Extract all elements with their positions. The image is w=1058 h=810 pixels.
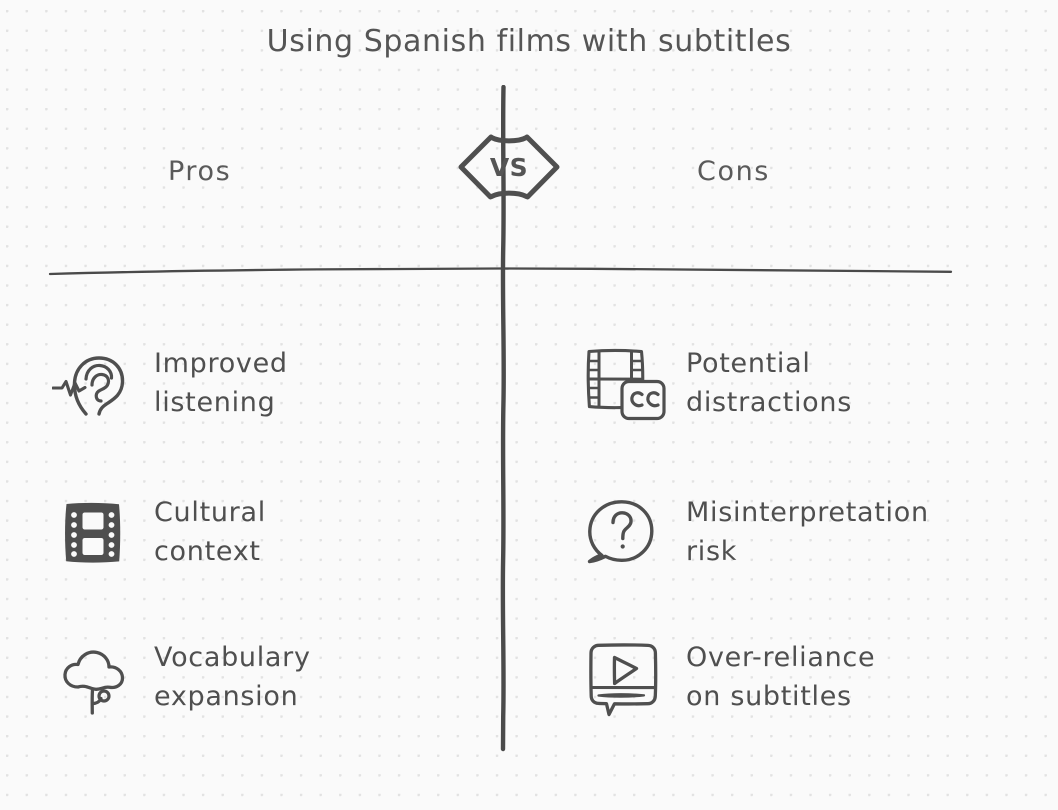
page-title: Using Spanish films with subtitles bbox=[266, 24, 792, 59]
cons-item-over-reliance-subtitles: Over-reliance on subtitles bbox=[578, 635, 875, 719]
cons-item-label: Over-reliance on subtitles bbox=[686, 641, 876, 712]
vs-badge: VS bbox=[445, 120, 573, 216]
pros-item-label: Cultural context bbox=[154, 496, 266, 567]
cons-item-potential-distractions: Potential distractions bbox=[578, 341, 852, 425]
cons-item-misinterpretation-risk: Misinterpretation risk bbox=[578, 490, 929, 574]
horizontal-divider bbox=[48, 258, 953, 284]
pros-item-label: Vocabulary expansion bbox=[154, 641, 311, 712]
pros-item-improved-listening: Improved listening bbox=[52, 341, 288, 425]
vs-label: VS bbox=[489, 153, 529, 182]
cons-column-header: Cons bbox=[697, 156, 770, 187]
question-speech-bubble-icon bbox=[578, 490, 668, 574]
pros-item-cultural-context: Cultural context bbox=[52, 490, 266, 574]
pros-item-vocabulary-expansion: Vocabulary expansion bbox=[52, 635, 311, 719]
cons-item-label: Misinterpretation risk bbox=[686, 496, 929, 567]
vertical-divider bbox=[486, 84, 520, 755]
film-closed-caption-icon bbox=[578, 341, 668, 425]
vs-hexagon-arrows-icon bbox=[458, 134, 560, 200]
pros-column-header: Pros bbox=[168, 156, 232, 187]
cloud-sprout-icon bbox=[52, 635, 136, 719]
cons-item-label: Potential distractions bbox=[686, 347, 852, 418]
film-strip-icon bbox=[52, 490, 136, 574]
ear-listening-icon bbox=[52, 341, 136, 425]
pros-item-label: Improved listening bbox=[154, 347, 288, 418]
video-play-subtitle-icon bbox=[578, 635, 668, 719]
